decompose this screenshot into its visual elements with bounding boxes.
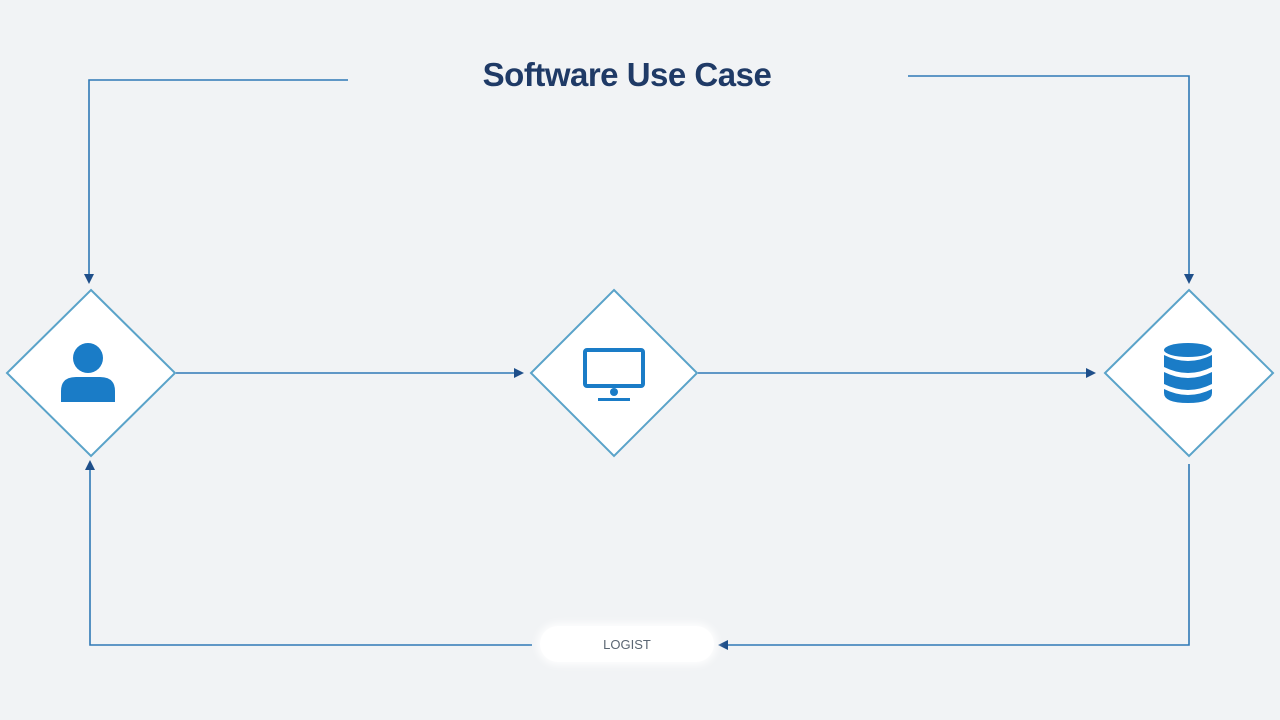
system-node-diamond xyxy=(529,288,699,458)
database-icon xyxy=(1164,343,1212,403)
user-node-diamond xyxy=(5,288,177,458)
top-left-connector xyxy=(84,79,348,284)
user-icon xyxy=(61,343,115,402)
top-right-connector xyxy=(908,75,1194,284)
diagram-title: Software Use Case xyxy=(482,56,772,93)
database-to-bottom-arrow xyxy=(718,464,1190,650)
database-node-diamond xyxy=(1103,288,1275,458)
bottom-label-text: LOGIST xyxy=(603,636,651,652)
monitor-icon xyxy=(583,348,645,401)
bottom-to-user-connector xyxy=(85,460,532,646)
bottom-label-box: LOGIST xyxy=(540,626,714,662)
